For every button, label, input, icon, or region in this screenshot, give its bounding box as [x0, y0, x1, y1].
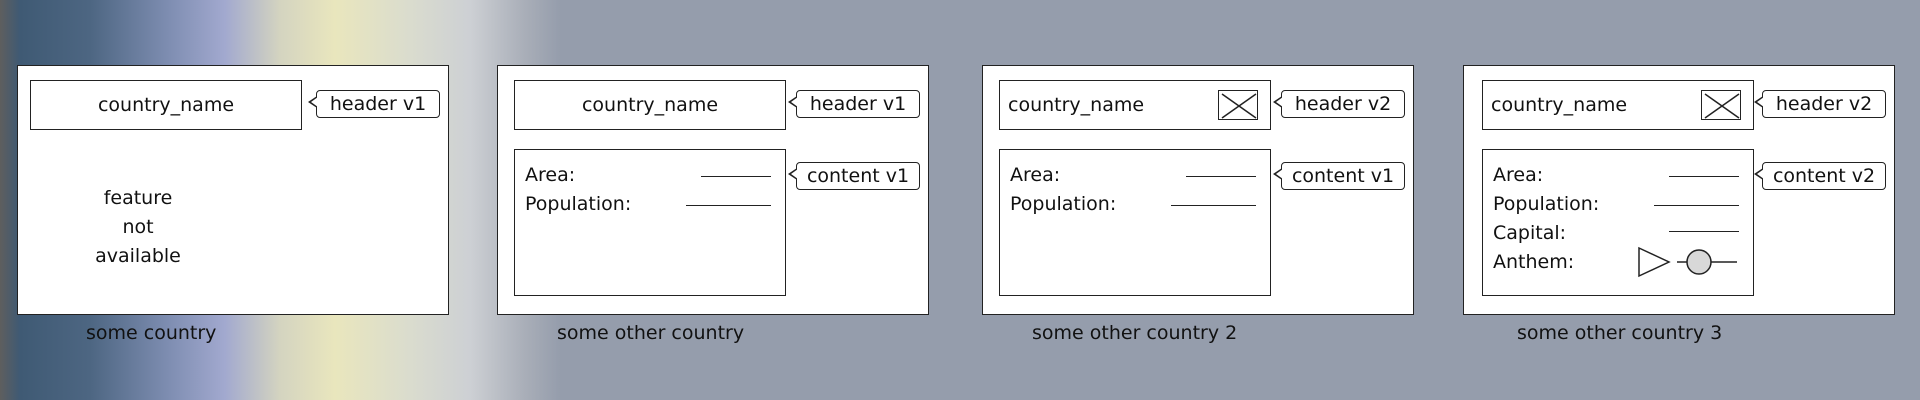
- anthem-player: [1638, 246, 1737, 278]
- header-label: country_name: [1491, 94, 1628, 116]
- area-value-line: [701, 176, 771, 177]
- caption: some other country 2: [1032, 322, 1238, 344]
- content-callout: content v1: [788, 162, 920, 190]
- population-value-line: [1654, 205, 1739, 206]
- content-callout: content v2: [1754, 162, 1886, 190]
- content-box: Area: Population:: [514, 149, 786, 296]
- play-icon[interactable]: [1638, 246, 1671, 278]
- area-value-line: [1186, 176, 1256, 177]
- header-box: country_name: [1482, 80, 1754, 130]
- header-callout: header v2: [1273, 90, 1405, 118]
- panel-some-other-country-2: country_name header v2 Area: Population:…: [982, 65, 1414, 315]
- panel-some-other-country-3: country_name header v2 Area: Population:…: [1463, 65, 1895, 315]
- close-box-icon[interactable]: [1218, 90, 1258, 120]
- unavailable-line: not: [122, 216, 154, 238]
- unavailable-line: available: [95, 245, 181, 267]
- audio-slider-handle-icon[interactable]: [1686, 249, 1712, 275]
- header-callout: header v1: [788, 90, 920, 118]
- caption: some other country: [557, 322, 745, 344]
- area-value-line: [1669, 176, 1739, 177]
- header-label: country_name: [581, 94, 719, 116]
- field-population: Population:: [1493, 193, 1600, 215]
- unavailable-line: feature: [103, 187, 173, 209]
- population-value-line: [686, 205, 771, 206]
- header-label: country_name: [97, 94, 235, 116]
- header-box: country_name: [30, 80, 302, 130]
- population-value-line: [1171, 205, 1256, 206]
- header-callout: header v1: [308, 90, 440, 118]
- field-area: Area:: [525, 164, 576, 186]
- header-box: country_name: [999, 80, 1271, 130]
- caption: some country: [86, 322, 217, 344]
- field-population: Population:: [1010, 193, 1117, 215]
- close-box-icon[interactable]: [1701, 90, 1741, 120]
- field-area: Area:: [1493, 164, 1544, 186]
- panel-some-country: country_name header v1 feature not avail…: [17, 65, 449, 315]
- header-label: country_name: [1008, 94, 1145, 116]
- field-population: Population:: [525, 193, 632, 215]
- caption: some other country 3: [1517, 322, 1723, 344]
- panel-some-other-country: country_name header v1 Area: Population:…: [497, 65, 929, 315]
- field-area: Area:: [1010, 164, 1061, 186]
- header-box: country_name: [514, 80, 786, 130]
- feature-unavailable-text: feature not available: [58, 184, 218, 271]
- content-box: Area: Population: Capital: Anthem:: [1482, 149, 1754, 296]
- header-callout: header v2: [1754, 90, 1886, 118]
- capital-value-line: [1669, 231, 1739, 232]
- content-callout: content v1: [1273, 162, 1405, 190]
- field-anthem: Anthem:: [1493, 251, 1575, 273]
- content-box: Area: Population:: [999, 149, 1271, 296]
- field-capital: Capital:: [1493, 222, 1567, 244]
